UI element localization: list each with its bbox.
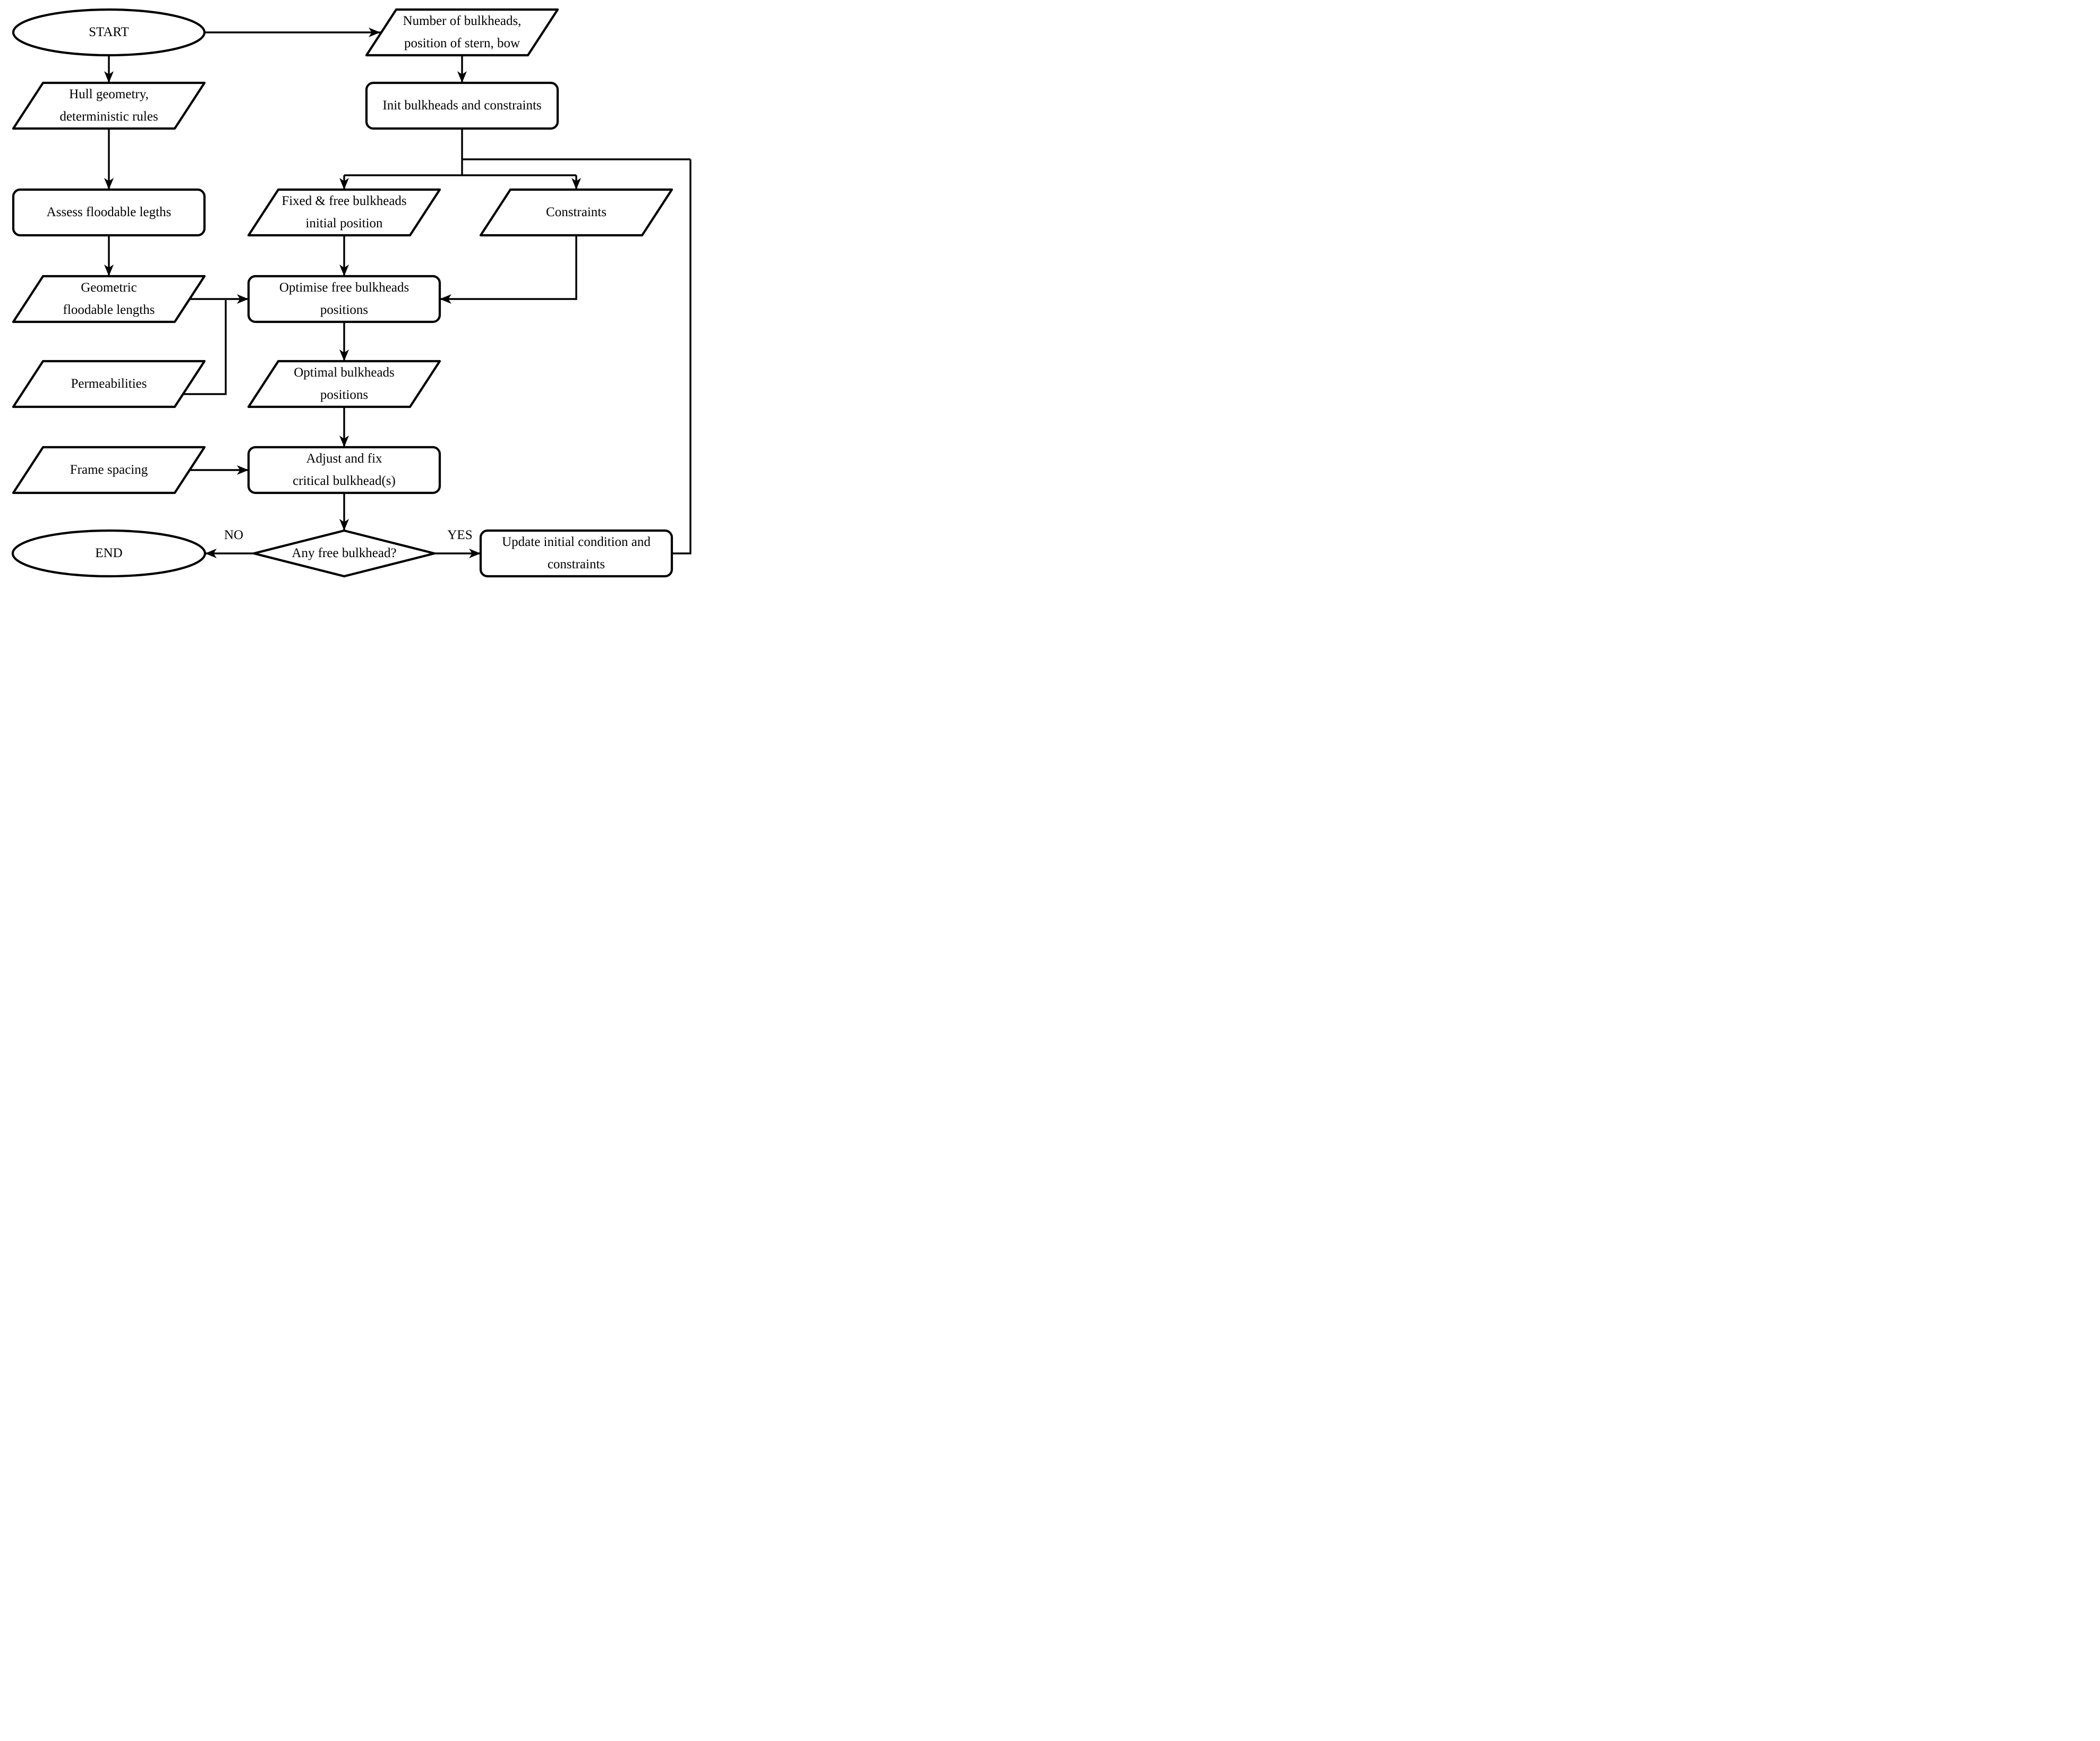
- adjust-fix-process-shape: [247, 446, 441, 494]
- number-of-bulkheads-data-shape: [365, 8, 559, 57]
- end-terminator-shape: [11, 529, 207, 578]
- edge-feedback-loop: [672, 159, 692, 554]
- flowchart-canvas: START Number of bulkheads, position of s…: [0, 0, 700, 581]
- init-bulkheads-process-shape: [365, 81, 559, 130]
- geometric-floodable-data-shape: [12, 275, 206, 323]
- flowchart-graphics: [11, 8, 692, 578]
- fixed-free-bulkheads-data-shape: [247, 188, 441, 237]
- any-free-bulkhead-decision-shape: [252, 529, 436, 578]
- optimal-positions-data-shape: [247, 360, 441, 408]
- hull-geometry-data-shape: [12, 81, 206, 130]
- edge-constraints-to-optimise: [440, 235, 577, 304]
- optimise-free-bulkheads-process-shape: [247, 275, 441, 323]
- assess-floodable-process-shape: [12, 188, 206, 237]
- permeabilities-data-shape: [12, 360, 206, 408]
- start-terminator-shape: [12, 8, 206, 57]
- edge-permeabilities-join: [183, 300, 227, 395]
- constraints-data-shape: [479, 188, 673, 237]
- frame-spacing-data-shape: [12, 446, 206, 494]
- update-initial-process-shape: [479, 529, 673, 578]
